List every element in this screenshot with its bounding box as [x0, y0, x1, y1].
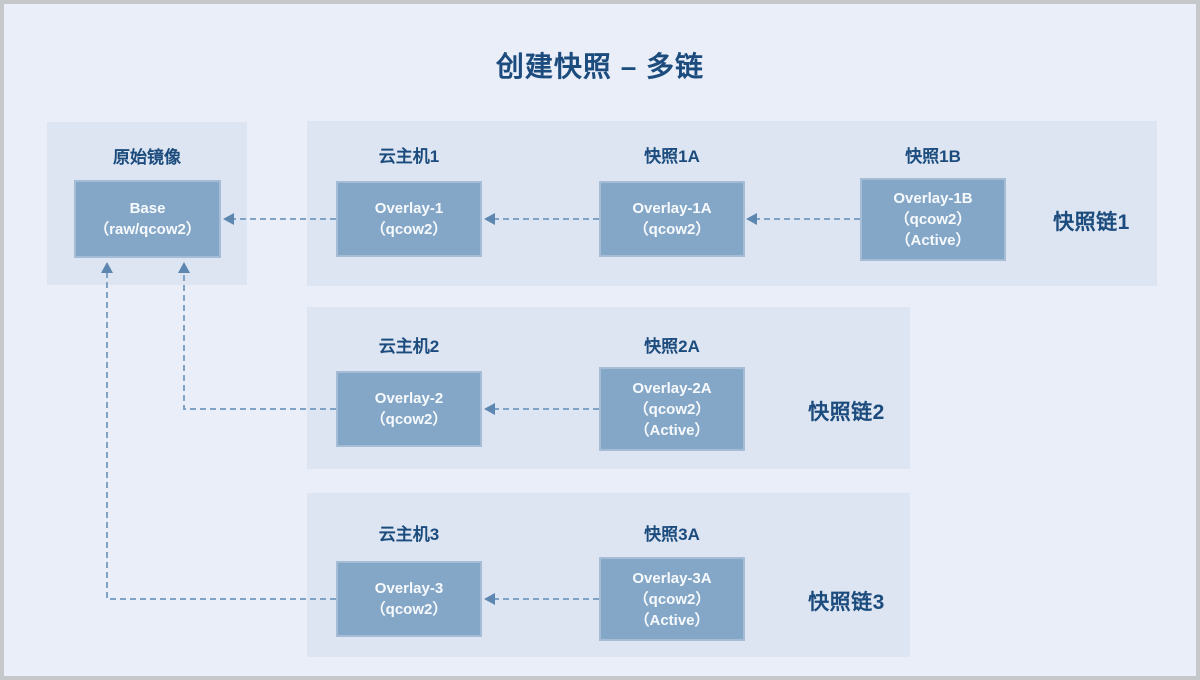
chain1-host-label: 云主机1: [378, 147, 440, 166]
page-title: 创建快照 – 多链: [495, 51, 705, 82]
node-line: Overlay-1B: [893, 190, 973, 207]
node-line: Overlay-1A: [632, 200, 712, 217]
overlay-2a-node: Overlay-2A （qcow2） （Active）: [599, 367, 745, 451]
base-image-node: Base （raw/qcow2）: [74, 180, 221, 258]
overlay-1a-node: Overlay-1A （qcow2）: [599, 181, 745, 257]
chain2-label: 快照链2: [808, 401, 885, 424]
overlay-2-node: Overlay-2 （qcow2）: [336, 371, 482, 447]
arrow-overlay3-to-base: [106, 272, 336, 600]
node-line: Base: [129, 200, 166, 217]
node-line: （raw/qcow2）: [94, 221, 201, 238]
chain1-label: 快照链1: [1053, 211, 1130, 234]
chain3-host-label: 云主机3: [378, 525, 440, 544]
chain2-host-label: 云主机2: [378, 337, 440, 356]
node-line: Overlay-2: [374, 390, 444, 407]
node-line: （qcow2）: [370, 601, 448, 618]
node-line: （qcow2）: [633, 590, 711, 608]
chain3-snap3a-label: 快照3A: [644, 525, 700, 544]
node-line: （qcow2）: [894, 211, 972, 228]
node-line: Overlay-3A: [632, 569, 712, 587]
base-panel-label: 原始镜像: [113, 148, 181, 167]
node-line: （Active）: [895, 232, 971, 249]
node-line: （qcow2）: [633, 221, 711, 238]
node-line: （qcow2）: [633, 400, 711, 418]
overlay-3-node: Overlay-3 （qcow2）: [336, 561, 482, 637]
overlay-3a-node: Overlay-3A （qcow2） （Active）: [599, 557, 745, 641]
node-line: Overlay-2A: [632, 379, 712, 397]
chain3-label: 快照链3: [808, 591, 885, 614]
node-line: （qcow2）: [370, 411, 448, 428]
overlay-1-node: Overlay-1 （qcow2）: [336, 181, 482, 257]
node-line: （Active）: [634, 611, 710, 629]
chain1-snap1a-label: 快照1A: [644, 147, 700, 166]
node-line: （qcow2）: [370, 221, 448, 238]
node-line: Overlay-3: [374, 580, 444, 597]
node-line: Overlay-1: [374, 200, 444, 217]
overlay-1b-node: Overlay-1B （qcow2） （Active）: [860, 178, 1006, 261]
node-line: （Active）: [634, 421, 710, 439]
chain1-snap1b-label: 快照1B: [905, 147, 961, 166]
chain2-snap2a-label: 快照2A: [644, 337, 700, 356]
